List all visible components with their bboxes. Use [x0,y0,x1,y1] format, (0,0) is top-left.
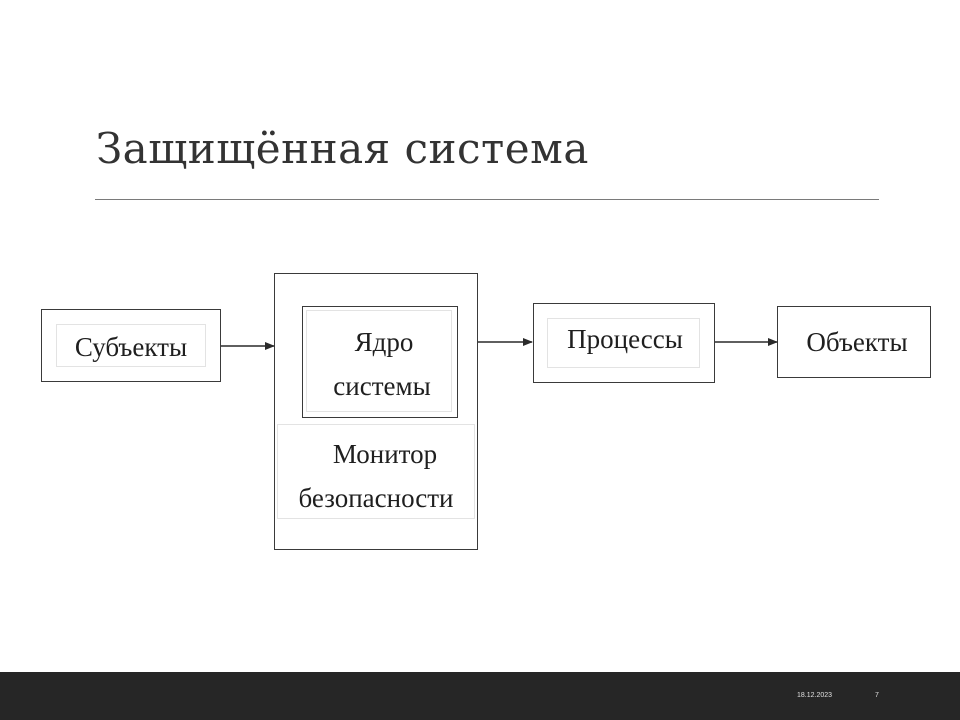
node-system-kernel-label-line2: системы [333,371,431,401]
node-security-monitor-label-line2: безопасности [298,483,454,513]
node-security-monitor-label-line1: Монитор [332,439,438,469]
footer-date: 18.12.2023 [797,692,833,699]
node-subjects-label: Субъекты [74,332,188,362]
footer-page-number: 7 [875,692,879,699]
node-subjects-inner-frame [56,324,206,367]
footer-bar [0,672,960,720]
node-system-kernel-inner-frame [306,310,452,412]
node-subjects [41,309,221,382]
node-processes-label: Процессы [567,324,683,354]
node-system-kernel-label-line1: Ядро [354,327,414,357]
node-security-monitor-inner-frame [277,424,475,519]
slide-title: Защищённая система [96,124,589,173]
title-divider [95,199,879,200]
node-system-kernel [302,306,458,418]
node-objects-label: Объекты [806,327,908,357]
node-processes [533,303,715,383]
node-objects [777,306,931,378]
node-processes-inner-frame [547,318,700,368]
